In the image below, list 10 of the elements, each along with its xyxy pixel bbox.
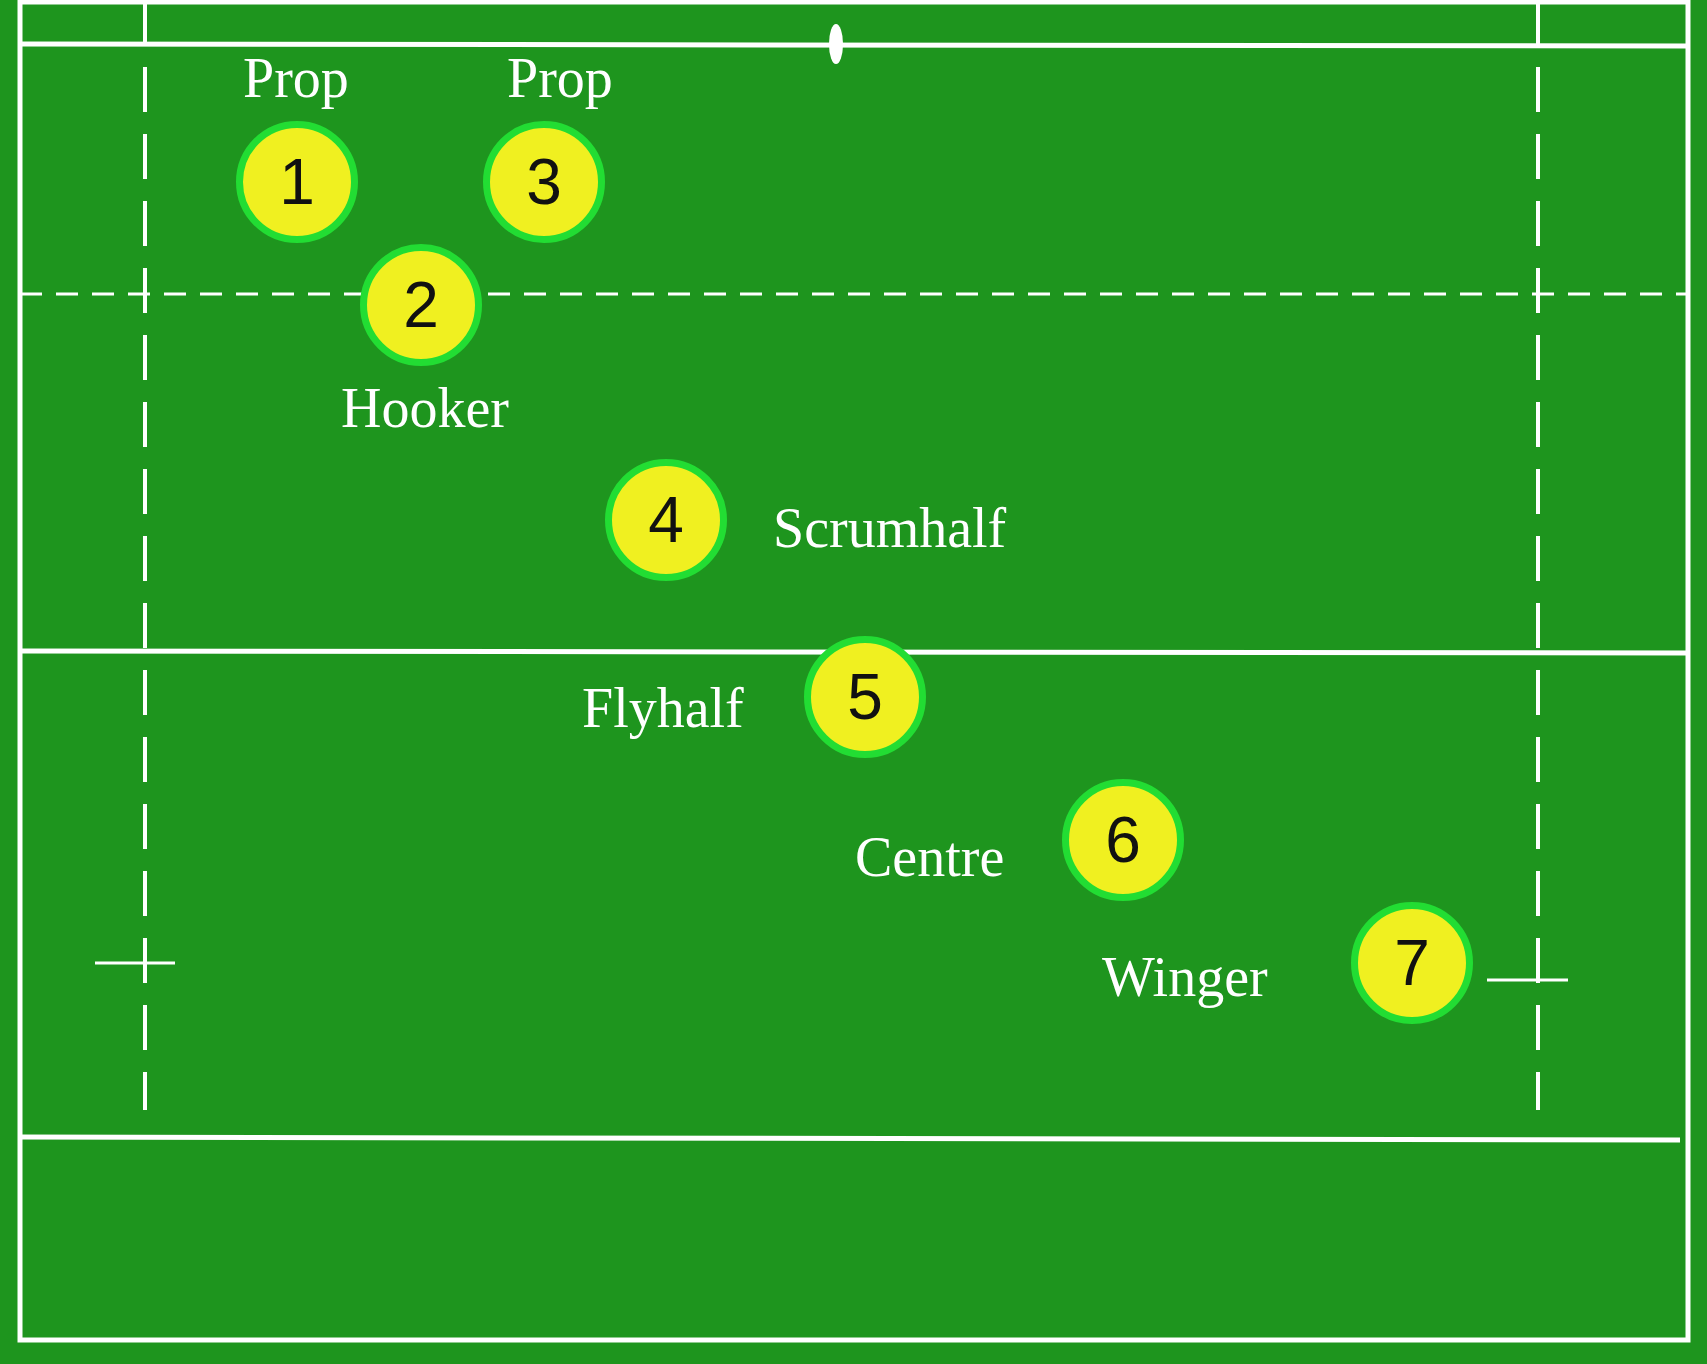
position-label: Hooker [341, 380, 509, 436]
player-marker: 1 [236, 121, 358, 243]
player-marker: 7 [1351, 902, 1473, 1024]
player-marker: 4 [605, 459, 727, 581]
position-label: Scrumhalf [773, 500, 1007, 556]
player-marker: 3 [483, 121, 605, 243]
player-marker: 2 [360, 244, 482, 366]
player-marker: 6 [1062, 779, 1184, 901]
player-marker: 5 [804, 636, 926, 758]
position-label: Centre [855, 829, 1005, 885]
